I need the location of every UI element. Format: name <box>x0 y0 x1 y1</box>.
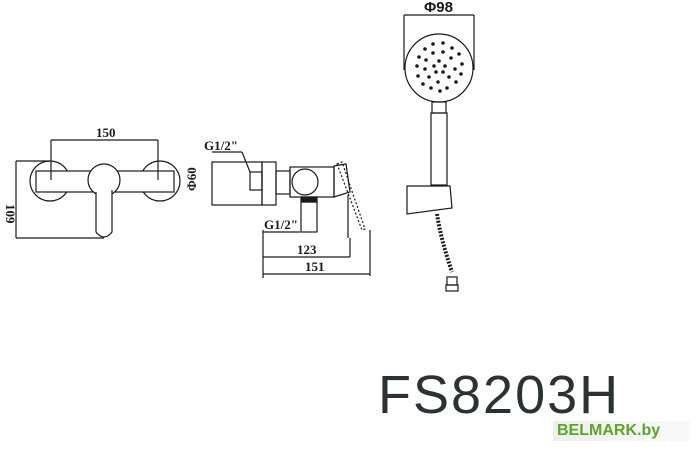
depth-123-label: 123 <box>297 242 317 257</box>
watermark: BELMARK.by <box>553 421 691 441</box>
model-number: FS8203H <box>378 365 621 425</box>
depth-151-label: 151 <box>305 259 325 274</box>
side-view-mixer <box>211 151 371 278</box>
inlet-thread-label: G1/2" <box>204 138 238 153</box>
shower-diameter-label: Φ98 <box>424 0 453 16</box>
front-height-label: 109 <box>3 204 18 224</box>
body-diameter-label: Φ60 <box>184 167 199 191</box>
hand-shower <box>403 14 475 292</box>
outlet-thread-label: G1/2" <box>264 217 298 232</box>
shower-nozzles <box>415 41 464 93</box>
front-view-mixer <box>15 139 181 239</box>
front-width-label: 150 <box>96 125 116 140</box>
